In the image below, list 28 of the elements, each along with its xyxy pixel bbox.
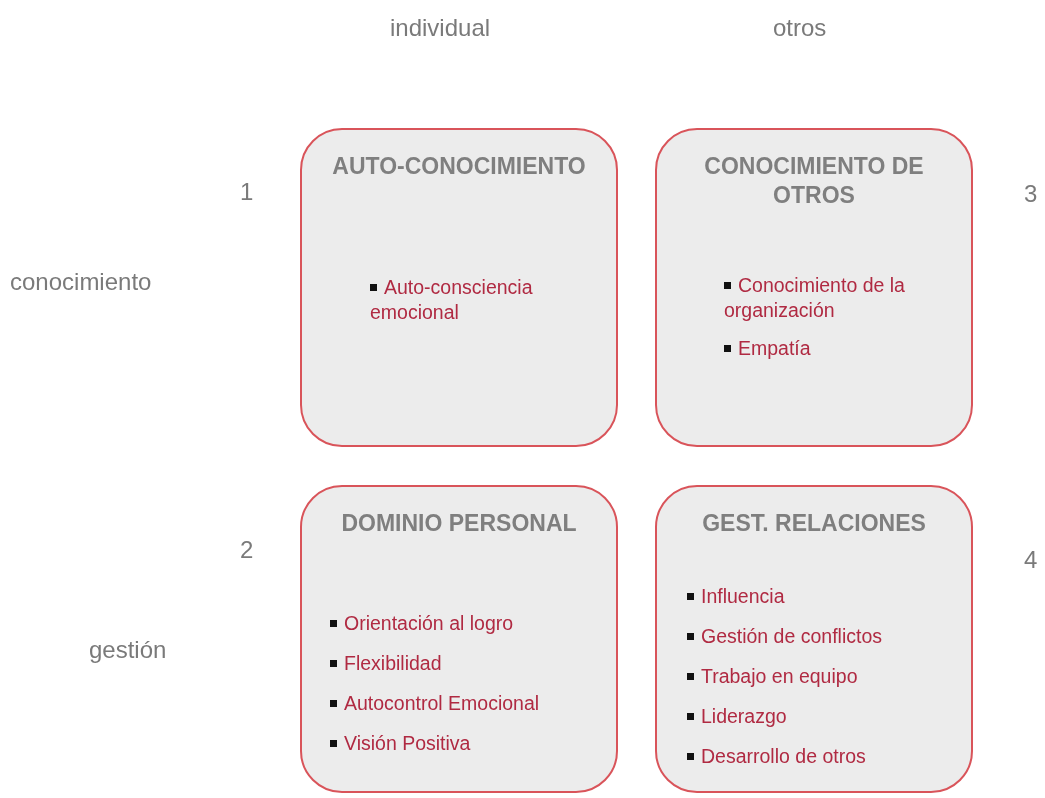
- rounded-box: [655, 128, 973, 447]
- list-item: Empatía: [724, 336, 964, 361]
- list-item: Trabajo en equipo: [687, 664, 967, 689]
- list-item: Influencia: [687, 584, 967, 609]
- box-heading: CONOCIMIENTO DE OTROS: [703, 152, 925, 210]
- list-item: Orientación al logro: [330, 611, 610, 636]
- row-header: gestión: [89, 636, 167, 664]
- box-heading: DOMINIO PERSONAL: [340, 509, 578, 538]
- list-item: Desarrollo de otros: [687, 744, 967, 769]
- list-item: Auto-consciencia emocional: [370, 275, 590, 325]
- box-heading: GEST. RELACIONES: [701, 509, 927, 538]
- row-header: conocimiento: [10, 268, 152, 296]
- rounded-box: [300, 485, 618, 793]
- quadrant-number: 2: [240, 536, 254, 564]
- list-item: Autocontrol Emocional: [330, 691, 610, 716]
- rounded-box: [300, 128, 618, 447]
- column-header: individual: [390, 14, 491, 42]
- box-heading: AUTO-CONOCIMIENTO: [331, 152, 587, 181]
- quadrant-number: 4: [1024, 546, 1038, 574]
- list-item: Conocimiento de la organización: [724, 273, 964, 323]
- quadrant-number: 3: [1024, 180, 1038, 208]
- list-item: Gestión de conflictos: [687, 624, 967, 649]
- list-item: Flexibilidad: [330, 651, 610, 676]
- rounded-box: [655, 485, 973, 793]
- list-item: Liderazgo: [687, 704, 967, 729]
- column-header: otros: [773, 14, 827, 42]
- list-item: Visión Positiva: [330, 731, 610, 756]
- quadrant-number: 1: [240, 178, 254, 206]
